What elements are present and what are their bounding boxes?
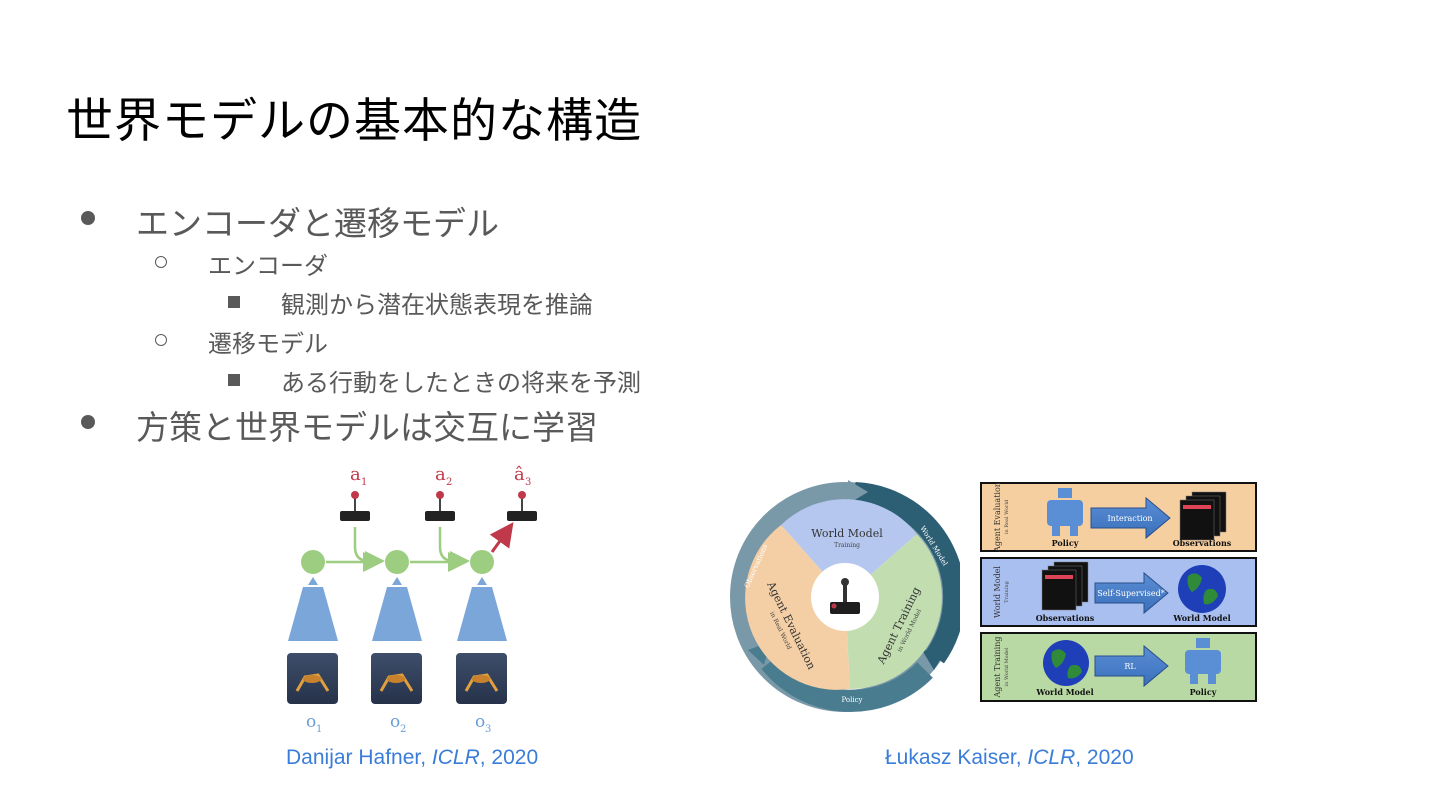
encoder-1 xyxy=(288,587,338,641)
bullet-circle-1 xyxy=(155,256,167,268)
panel-2-arrow xyxy=(1094,571,1169,615)
latent-state-3 xyxy=(470,550,494,574)
bullet-alternating: 方策と世界モデルは交互に学習 xyxy=(136,408,598,447)
joystick-icon-center xyxy=(830,578,860,614)
joystick-icon-1 xyxy=(340,491,370,521)
ring-arrowhead-2 xyxy=(922,650,945,670)
observation-frame-1 xyxy=(287,653,338,704)
segment-world-model-sub: Training xyxy=(834,542,860,549)
obs-label-1: o xyxy=(306,712,316,732)
bullet-dot-1 xyxy=(81,211,95,225)
obs-sub-3: 3 xyxy=(485,724,491,735)
encoder-arrowhead-2 xyxy=(392,577,402,585)
encoder-arrowhead-1 xyxy=(308,577,318,585)
panel-1-arrow-label: Interaction xyxy=(1107,514,1152,523)
encoder-3 xyxy=(457,587,507,641)
panel-2-left-label: Observations xyxy=(1036,613,1095,623)
panel-3-left-label: World Model xyxy=(1035,687,1093,697)
panel-2-right-label: World Model xyxy=(1172,613,1230,623)
action-sub-1: 1 xyxy=(361,477,367,488)
panel-3-right-label: Policy xyxy=(1190,687,1217,697)
panel-3-arrow-label: RL xyxy=(1124,662,1136,671)
panel-1-side-sub: in Real World xyxy=(1004,499,1010,534)
observation-frame-2 xyxy=(371,653,422,704)
panel-3-side-sub: in World Model xyxy=(1004,647,1010,686)
obs-sub-1: 1 xyxy=(316,724,322,735)
action-arrow-2 xyxy=(438,527,470,571)
caption-kaiser: Łukasz Kaiser, ICLR, 2020 xyxy=(885,746,1134,769)
ring-label-policy: Policy xyxy=(842,696,863,704)
caption-hafner: Danijar Hafner, ICLR, 2020 xyxy=(286,746,539,769)
panel-agent-evaluation: Agent Evaluation in Real World Policy In… xyxy=(980,482,1257,553)
segment-agent-training xyxy=(845,534,942,689)
obs-label-2: o xyxy=(390,712,400,732)
action-label-1: a xyxy=(350,464,361,485)
segment-world-model xyxy=(781,499,917,597)
atari-frames-icon-2 xyxy=(1041,561,1089,611)
bullet-square-1 xyxy=(228,296,240,308)
panel-3-arrow xyxy=(1094,644,1169,688)
ring-arrowhead-1 xyxy=(848,480,868,504)
panel-1-right-label: Observations xyxy=(1173,538,1232,548)
atari-frames-icon-1 xyxy=(1179,491,1227,541)
panel-1-side-label: Agent Evaluation xyxy=(993,482,1002,553)
obs-label-3: o xyxy=(475,712,485,732)
action-label-3: â xyxy=(514,464,525,485)
panel-agent-training: Agent Training in World Model World Mode… xyxy=(980,632,1257,702)
panel-1-left-label: Policy xyxy=(1052,538,1079,548)
panel-2-side-sub: Training xyxy=(1004,580,1010,602)
bullet-transition-desc: ある行動をしたときの将来を予測 xyxy=(281,369,641,397)
bullet-dot-2 xyxy=(81,415,95,429)
robot-icon-1 xyxy=(1047,488,1083,536)
action-sub-2: 2 xyxy=(446,477,452,488)
latent-state-1 xyxy=(301,550,325,574)
cycle-ring-mid-arc xyxy=(761,654,933,712)
dreamer-diagram: a 1 a 2 â 3 xyxy=(287,464,537,735)
globe-icon-1 xyxy=(1178,565,1226,613)
segment-agent-eval xyxy=(745,525,850,690)
panel-3-side-label: Agent Training xyxy=(993,636,1002,698)
action-arrow-1 xyxy=(353,527,385,571)
policy-arrow xyxy=(489,522,514,553)
obs-sub-2: 2 xyxy=(400,724,406,735)
panel-2-side-label: World Model xyxy=(993,566,1002,618)
action-sub-3: 3 xyxy=(525,477,531,488)
simple-panels: Agent Evaluation in Real World Policy In… xyxy=(980,482,1257,702)
simple-cycle-diagram: World Model Training Agent Evaluation in… xyxy=(730,480,960,712)
bullet-encoder-transition: エンコーダと遷移モデル xyxy=(136,204,499,243)
observation-frame-3 xyxy=(456,653,507,704)
segment-world-model-label: World Model xyxy=(811,527,883,540)
encoder-arrowhead-3 xyxy=(477,577,487,585)
panel-2-arrow-label: Self-Supervised* xyxy=(1097,589,1165,598)
bullet-square-2 xyxy=(228,374,240,386)
slide-title: 世界モデルの基本的な構造 xyxy=(66,94,642,149)
bullet-circle-2 xyxy=(155,334,167,346)
panel-1-arrow xyxy=(1090,496,1171,540)
action-label-2: a xyxy=(435,464,446,485)
joystick-icon-3 xyxy=(507,491,537,521)
latent-state-2 xyxy=(385,550,409,574)
globe-icon-2 xyxy=(1043,640,1089,686)
cycle-ring-dark-arc xyxy=(854,482,960,664)
robot-icon-2 xyxy=(1185,638,1221,684)
encoder-2 xyxy=(372,587,422,641)
panel-world-model-training: World Model Training Observations Self-S… xyxy=(980,557,1257,627)
bullet-encoder-desc: 観測から潜在状態表現を推論 xyxy=(281,291,593,319)
bullet-transition: 遷移モデル xyxy=(208,330,328,358)
joystick-icon-2 xyxy=(425,491,455,521)
bullet-encoder: エンコーダ xyxy=(208,252,328,280)
